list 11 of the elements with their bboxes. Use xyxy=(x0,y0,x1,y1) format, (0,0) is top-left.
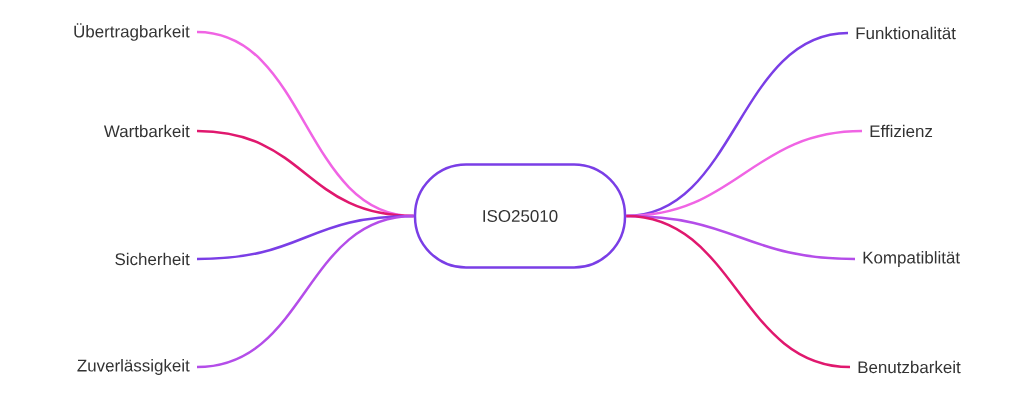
central-topic-box: ISO25010 xyxy=(413,163,627,269)
topic-label: Sicherheit xyxy=(115,252,190,266)
connector-curve xyxy=(196,214,414,369)
topic-label: Kompatiblität xyxy=(863,251,960,267)
topic-label: Funktionalität xyxy=(856,26,956,40)
connector-curve xyxy=(626,214,851,369)
topic-label: Zuverlässigkeit xyxy=(77,359,190,375)
topic-label: Effizienz xyxy=(870,124,933,138)
topic-label: Benutzbarkeit xyxy=(858,360,961,374)
topic-label: Wartbarkeit xyxy=(103,124,190,138)
topic-label: Übertragbarkeit xyxy=(74,23,190,41)
